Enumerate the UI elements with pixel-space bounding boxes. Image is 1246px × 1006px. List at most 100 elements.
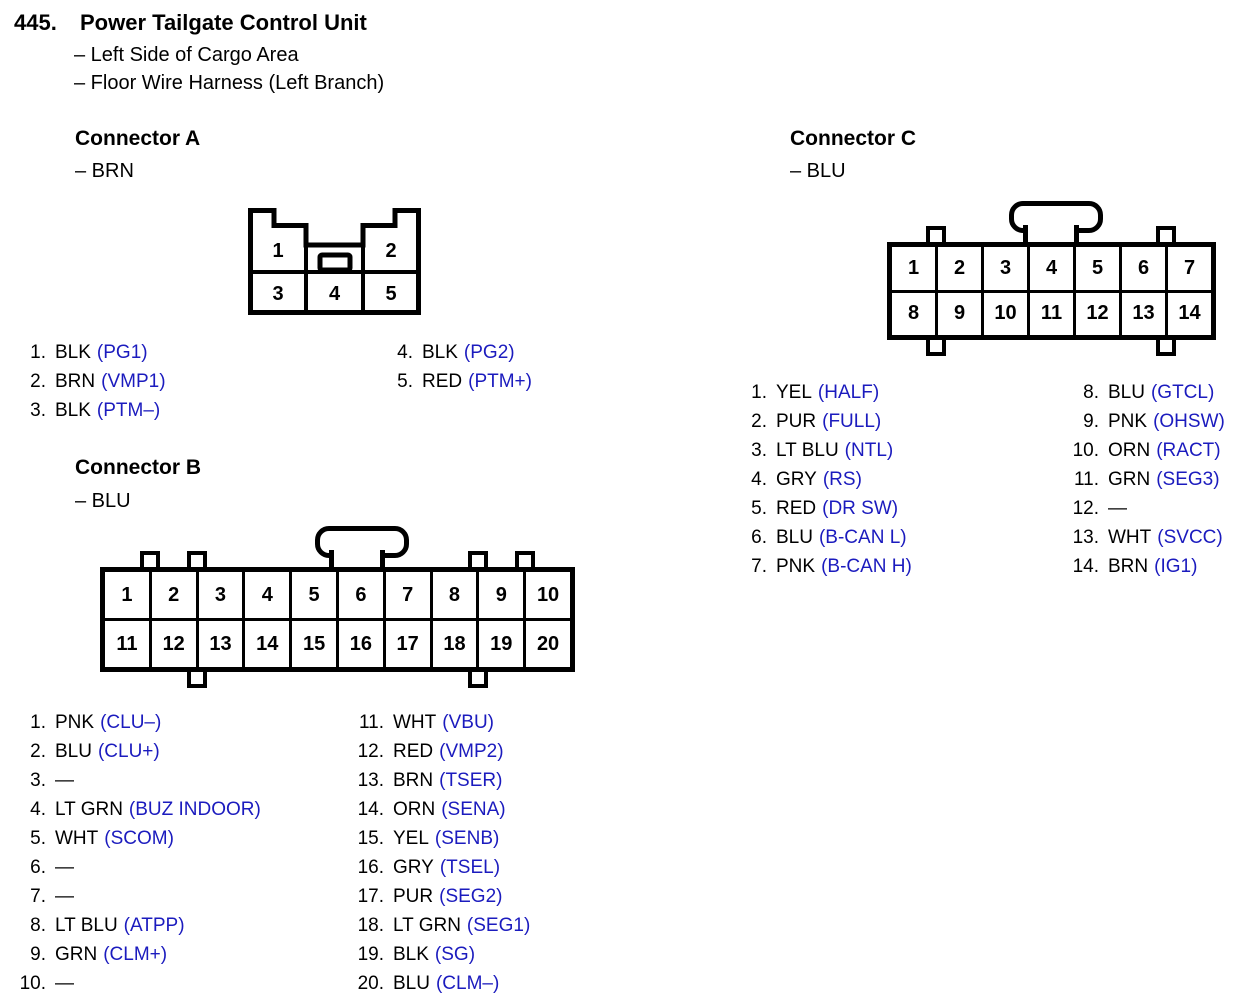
pin-row: 4.LT GRN(BUZ INDOOR) <box>12 795 261 824</box>
pin-row: 5.RED(DR SW) <box>733 494 912 523</box>
pin-signal-name: (SVCC) <box>1157 527 1223 548</box>
pin-wire-color: ORN <box>1108 440 1151 461</box>
pin-number: 4. <box>397 342 413 363</box>
pin-wire-color: RED <box>422 371 463 392</box>
connector-c-heading: Connector C <box>790 127 916 150</box>
connector-a-cell-3: 3 <box>272 283 283 305</box>
pin-number: 15. <box>357 828 384 849</box>
connector-pin-cell: 18 <box>433 621 480 667</box>
pin-signal-name: (GTCL) <box>1150 382 1215 403</box>
pin-signal-name: (HALF) <box>817 382 880 403</box>
pin-wire-color: LT BLU <box>55 915 118 936</box>
pin-signal-name: (ATPP) <box>123 915 185 936</box>
pin-signal-name: (RS) <box>822 469 862 490</box>
pin-row: 12.RED(VMP2) <box>350 737 530 766</box>
pin-number: 16. <box>357 857 384 878</box>
connector-pin-cell: 10 <box>984 292 1030 335</box>
location-line-2: – Floor Wire Harness (Left Branch) <box>74 72 385 94</box>
pin-wire-color: PNK <box>55 712 95 733</box>
pin-signal-name: (VMP1) <box>101 371 166 392</box>
pin-row: 1.YEL(HALF) <box>733 378 912 407</box>
pin-row: 7.— <box>12 882 261 911</box>
pin-number: 10. <box>1072 440 1099 461</box>
pin-wire-color: GRY <box>776 469 817 490</box>
pin-wire-color: YEL <box>393 828 429 849</box>
pin-wire-color: GRN <box>1108 469 1151 490</box>
connector-pin-cell: 2 <box>938 247 984 290</box>
pin-signal-name: (CLM+) <box>103 944 168 965</box>
connector-pin-cell: 13 <box>199 621 246 667</box>
pin-row: 18.LT GRN(SEG1) <box>350 911 531 940</box>
pin-signal-name: (RACT) <box>1156 440 1221 461</box>
pin-number: 2. <box>751 411 767 432</box>
connector-pin-cell: 10 <box>536 583 560 606</box>
pin-wire-color: LT GRN <box>393 915 461 936</box>
connector-c-index-tab <box>926 340 946 356</box>
pin-wire-color: — <box>1108 498 1127 519</box>
location-line-1: – Left Side of Cargo Area <box>74 44 299 66</box>
pin-signal-name: (SCOM) <box>104 828 174 849</box>
pin-number: 5. <box>751 498 767 519</box>
connector-a-color-label: – BRN <box>75 160 134 182</box>
pin-row: 14.BRN(IG1) <box>1065 552 1225 581</box>
connector-a-key-tab <box>317 252 353 273</box>
pin-wire-color: BRN <box>55 371 96 392</box>
pin-number: 1. <box>30 342 46 363</box>
pin-signal-name: (CLM–) <box>435 973 500 994</box>
pin-signal-name: (IG1) <box>1154 556 1198 577</box>
pin-wire-color: ORN <box>393 799 436 820</box>
connector-pin-cell: 6 <box>339 572 386 618</box>
pin-number: 6. <box>30 857 46 878</box>
pin-signal-name: (CLU–) <box>100 712 162 733</box>
pin-row: 5.WHT(SCOM) <box>12 824 261 853</box>
pin-wire-color: LT BLU <box>776 440 839 461</box>
pin-number: 2. <box>30 371 46 392</box>
connector-pin-cell: 20 <box>536 632 560 655</box>
pin-row: 10. ORN(RACT) <box>1065 436 1225 465</box>
connector-b-index-tab <box>187 672 207 688</box>
pin-row: 20.BLU(CLM–) <box>350 969 530 998</box>
pin-row: 12.— <box>1065 494 1225 523</box>
pin-signal-name: (PTM–) <box>96 400 161 421</box>
connector-a-cell-4: 4 <box>329 283 341 305</box>
pin-wire-color: — <box>55 770 74 791</box>
connector-b-pins-right: 11.WHT(VBU)12.RED(VMP2)13.BRN(TSER)14.OR… <box>350 708 531 998</box>
pin-signal-name: (SEG1) <box>466 915 531 936</box>
pin-signal-name: (VMP2) <box>439 741 504 762</box>
pin-row: 2.BLU(CLU+) <box>12 737 261 766</box>
pin-number: 1. <box>30 712 46 733</box>
pin-wire-color: RED <box>776 498 817 519</box>
connector-pin-cell: 13 <box>1122 292 1168 335</box>
connector-c-index-tab <box>1156 340 1176 356</box>
pin-signal-name: (TSEL) <box>439 857 501 878</box>
pin-row: 11.WHT(VBU) <box>350 708 530 737</box>
pin-number: 7. <box>751 556 767 577</box>
connector-pin-cell: 19 <box>479 621 527 667</box>
pin-wire-color: PNK <box>1108 411 1148 432</box>
connector-pin-cell: 7 <box>1183 256 1196 279</box>
connector-pin-cell: 16 <box>339 621 386 667</box>
pin-wire-color: BLU <box>1108 382 1145 403</box>
pin-number: 5. <box>397 371 413 392</box>
pin-row: 6.BLU(B-CAN L) <box>733 523 912 552</box>
pin-signal-name: (SEG3) <box>1156 469 1220 490</box>
connector-pin-cell: 11 <box>1030 292 1076 335</box>
connector-c-index-tab <box>926 226 946 242</box>
pin-number: 20. <box>357 973 384 994</box>
pin-wire-color: PNK <box>776 556 816 577</box>
connector-pin-cell: 8 <box>433 572 480 618</box>
pin-wire-color: BRN <box>1108 556 1149 577</box>
pin-number: 5. <box>30 828 46 849</box>
connector-pin-cell: 4 <box>245 572 293 618</box>
pin-row: 3.BLK(PTM–) <box>12 396 166 425</box>
pin-wire-color: RED <box>393 741 434 762</box>
connector-c-latch-neck <box>1023 225 1079 242</box>
pin-signal-name: (BUZ INDOOR) <box>128 799 261 820</box>
pin-signal-name: (SEG2) <box>439 886 503 907</box>
pin-number: 13. <box>357 770 384 791</box>
pin-row: 6.— <box>12 853 261 882</box>
